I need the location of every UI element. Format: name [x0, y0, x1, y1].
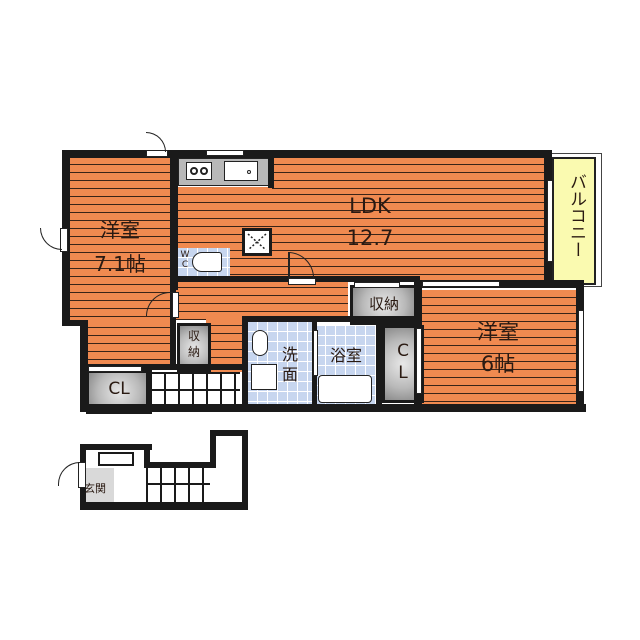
wc-label: W C [180, 250, 190, 270]
washroom-floor [248, 322, 312, 404]
wall-cl1-top [86, 364, 246, 370]
closet-2-label: C L [397, 341, 409, 383]
ldk-floor [176, 187, 546, 280]
bathtub-icon [318, 375, 372, 403]
door-swing-room1-left [40, 228, 62, 250]
lower-wall-top-right [210, 430, 248, 436]
wall-left-step [62, 320, 88, 326]
ldk-label: LDK [349, 194, 391, 218]
entrance-label: 玄関 [84, 482, 106, 495]
western-room-1-floor [68, 157, 172, 323]
stairs-lower [146, 468, 210, 502]
window-ldk-top [206, 150, 244, 156]
door-room1-hall[interactable] [172, 292, 179, 318]
western-room-2-size-label: 6帖 [480, 352, 516, 376]
door-swing-room1-top [146, 132, 166, 152]
door-ldk-hall[interactable] [288, 278, 316, 285]
western-room-1-label: 洋室 [100, 218, 140, 242]
lower-wall-top-mid [150, 462, 214, 468]
wall-room1-ldk [170, 150, 178, 290]
washbasin-icon [252, 330, 268, 356]
western-room-1-size-label: 7.1帖 [94, 252, 146, 276]
western-room-2-label: 洋室 [477, 320, 519, 344]
door-closet-1[interactable] [88, 366, 142, 372]
door-wash-bath[interactable] [313, 330, 318, 376]
closet-1-label: CL [108, 379, 130, 399]
wall-bath-right [376, 318, 382, 406]
toilet-icon [192, 252, 222, 272]
sink-icon [224, 161, 258, 181]
lower-wall-bottom [80, 502, 248, 510]
lower-wall-mid-l [144, 444, 150, 468]
wall-bottom [80, 404, 586, 412]
window-ldk-balcony [547, 180, 553, 262]
storage-ldk-label: 収納 [368, 295, 399, 313]
washing-machine-icon [251, 364, 277, 390]
bathroom-label: 浴室 [329, 346, 362, 365]
door-swing-entrance [58, 462, 80, 486]
wall-top-left [62, 150, 174, 158]
storage-hall-label: 収 納 [187, 329, 200, 359]
sliding-door-room2[interactable] [422, 281, 500, 287]
lower-wall-top-left [80, 444, 152, 450]
shoe-cabinet [98, 452, 134, 466]
entrance-floor [86, 468, 114, 502]
ldk-size-label: 12.7 [346, 226, 394, 250]
stove-icon [186, 162, 212, 180]
door-storage-ldk[interactable] [354, 282, 400, 288]
wall-top-main [172, 150, 550, 158]
window-room2-right [578, 310, 584, 392]
stairs-upper [150, 372, 240, 408]
hall-lower-floor [206, 318, 244, 372]
vent-box-icon [242, 228, 272, 256]
hall-floor [176, 280, 348, 320]
washroom-label: 洗 面 [282, 345, 299, 384]
door-closet-2[interactable] [416, 328, 422, 394]
wall-left-lower [80, 320, 88, 412]
wall-ldk-room2 [418, 280, 584, 288]
balcony-label: バルコニー [566, 173, 586, 258]
western-room-2-floor [420, 290, 578, 404]
wall-hall-bottom [244, 316, 418, 322]
ldk-upper-floor [272, 157, 546, 189]
lower-wall-mid-r [210, 430, 216, 468]
wall-kitchen-divider [268, 152, 274, 188]
wall-stair-left [146, 364, 151, 408]
western-room-1-lower-floor [88, 320, 172, 364]
wall-wash-left [242, 316, 248, 408]
balcony: バルコニー [552, 157, 596, 285]
lower-wall-right [242, 430, 248, 510]
wall-room1-hall [170, 290, 176, 370]
